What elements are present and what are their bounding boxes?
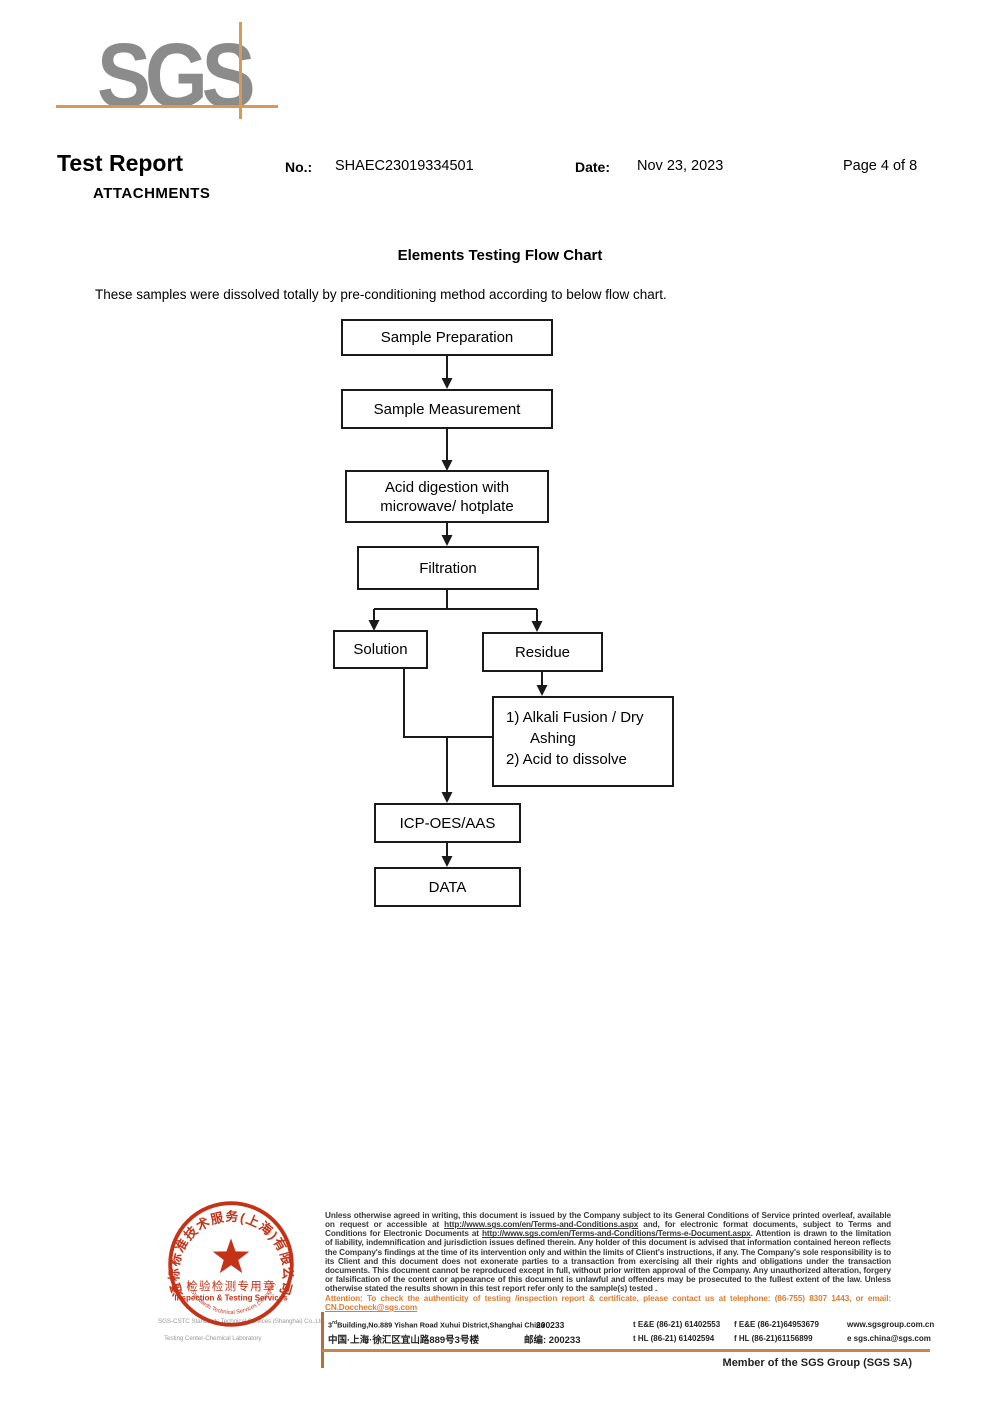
legal-part3: . Attention is drawn to the limitation o… [325,1229,891,1294]
flow-box-icp-oes-aas: ICP-OES/AAS [374,803,521,843]
intro-text: These samples were dissolved totally by … [95,287,667,302]
company-stamp: 通标标准技术服务(上海)有限公司 检验检测专用章 Inspection & Te… [165,1196,294,1327]
flow-box-data: DATA [374,867,521,907]
arrow-down-icon [441,535,453,546]
date-value: Nov 23, 2023 [637,158,724,174]
zip-code-2: 邮编: 200233 [524,1335,581,1346]
arrow-down-icon [441,856,453,867]
address-en: 3rdBuilding,No.889 Yishan Road Xuhui Dis… [328,1320,545,1329]
sgs-logo-text: SGS [97,25,256,127]
flow-box-label: Sample Measurement [373,400,521,418]
flow-box-acid-digestion: Acid digestion with microwave/ hotplate [345,470,549,523]
testing-center-gray: Testing Center-Chemical Laboratory [164,1335,262,1342]
stamp-center-en: Inspection & Testing Services [174,1293,288,1302]
flow-box-label: Residue [514,643,571,661]
flow-box-label: ICP-OES/AAS [399,814,496,832]
company-name-gray: SGS-CSTC Standards Technical Services (S… [158,1318,326,1325]
logo-crosshair-horizontal [56,105,278,108]
legal-part2: and, for electronic format documents, su… [325,1220,891,1239]
page-number: Page 4 of 8 [843,158,918,174]
flow-box-label: DATA [428,878,467,896]
flow-box-label-line1: 1) Alkali Fusion / Dry [506,709,644,726]
flow-box-solution: Solution [333,630,428,669]
fax-1: f E&E (86-21)64953679 [734,1320,819,1329]
legal-text: Unless otherwise agreed in writing, this… [325,1211,891,1312]
arrow-down-icon [536,685,548,696]
sgs-logo: SGS [97,30,270,122]
address-cn: 中国·上海·徐汇区宜山路889号3号楼 [328,1335,479,1346]
address-number: 3 [328,1320,333,1330]
address-en-text: Building,No.889 Yishan Road Xuhui Distri… [337,1320,545,1330]
flow-box-label: Solution [353,641,408,658]
fax-2: f HL (86-21)61156899 [734,1334,813,1343]
address-ordinal: rd [332,1320,338,1326]
report-no-value: SHAEC23019334501 [335,158,474,174]
flow-box-sample-measurement: Sample Measurement [341,389,553,429]
flow-box-label-line2: microwave/ hotplate [380,497,514,515]
zip-code-1: 200233 [536,1320,565,1330]
page-title: Test Report [57,150,184,176]
flow-chart-title: Elements Testing Flow Chart [397,247,603,264]
legal-part1: Unless otherwise agreed in writing, this… [325,1211,891,1230]
flow-box-label: Sample Preparation [380,329,514,346]
email-link[interactable]: e sgs.china@sgs.com [847,1334,931,1343]
footer-crop-mark-vertical [321,1312,324,1368]
website-link[interactable]: www.sgsgroup.com.cn [847,1320,935,1329]
tel-1: t E&E (86-21) 61402553 [633,1320,721,1329]
star-icon [212,1238,250,1274]
flow-box-label-line1: Acid digestion with [384,478,510,496]
arrow-down-icon [441,378,453,389]
flow-box-label-line2: Ashing [530,730,576,747]
flow-box-alkali-fusion: 1) Alkali Fusion / Dry Ashing 2) Acid to… [492,696,674,787]
doccheck-email-link[interactable]: CN.Doccheck@sgs.com [325,1303,418,1313]
stamp-center-cn: 检验检测专用章 [186,1279,276,1293]
flow-box-label-line3: 2) Acid to dissolve [506,751,627,768]
terms-link[interactable]: http://www.sgs.com/en/Terms-and-Conditio… [444,1220,639,1230]
member-text: Member of the SGS Group (SGS SA) [722,1357,912,1369]
attention-part1: Attention: To check the authenticity of … [325,1293,891,1303]
stamp-circle [168,1201,294,1327]
logo-crosshair-vertical [239,22,242,119]
attachments-label: ATTACHMENTS [93,185,211,202]
terms-e-document-link[interactable]: http://www.sgs.com/en/Terms-and-Conditio… [481,1229,751,1239]
flow-box-sample-preparation: Sample Preparation [341,319,553,356]
arrow-down-icon [441,792,453,803]
report-no-label: No.: [285,159,313,175]
flow-box-filtration: Filtration [357,546,539,590]
date-label: Date: [575,159,611,175]
flow-box-label: Filtration [419,559,477,577]
attention-text: Attention: To check the authenticity of … [325,1294,891,1312]
tel-2: t HL (86-21) 61402594 [633,1334,715,1343]
footer-rule [322,1349,930,1352]
flow-box-residue: Residue [482,632,603,672]
arrow-down-icon [531,621,543,632]
